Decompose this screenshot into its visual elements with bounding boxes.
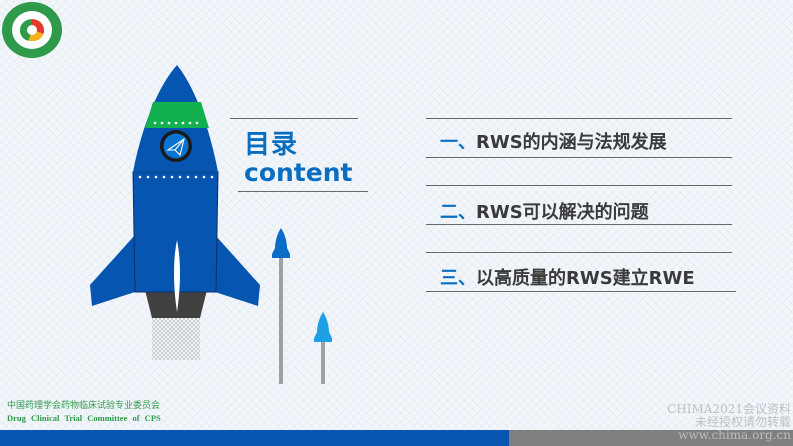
exhaust-smoke bbox=[152, 318, 200, 360]
menu-item-label: 以高质量的RWS建立RWE bbox=[476, 268, 695, 289]
rocket-illustration bbox=[90, 65, 260, 360]
rocket-center-fin bbox=[174, 240, 180, 312]
menu-item-1-bottom-divider bbox=[426, 157, 732, 158]
small-rocket-1 bbox=[272, 228, 290, 384]
menu-item-number: 一、 bbox=[440, 132, 476, 153]
menu-item-label: RWS的内涵与法规发展 bbox=[476, 132, 667, 153]
paper-plane-icon bbox=[160, 130, 192, 162]
menu-item-3-bottom-divider bbox=[426, 291, 736, 292]
toc-top-divider bbox=[230, 118, 358, 119]
watermark-line-2: 未经授权请勿转载 bbox=[694, 415, 791, 429]
logo-emblem bbox=[12, 11, 52, 49]
footer-org-en: Drug Clinical Trial Committee of CPS bbox=[7, 413, 161, 423]
toc-bottom-divider bbox=[238, 191, 368, 192]
toc-title-en: content bbox=[244, 158, 353, 187]
rocket-left-wing bbox=[90, 235, 135, 306]
footer-org-cn: 中国药理学会药物临床试验专业委员会 bbox=[7, 401, 161, 411]
menu-item-3-top-divider bbox=[426, 252, 732, 253]
menu-item-2-bottom-divider bbox=[426, 224, 732, 225]
rocket-right-wing bbox=[215, 235, 260, 306]
watermark-line-1: CHIMA2021会议资料 bbox=[667, 402, 791, 416]
menu-item-2-top-divider bbox=[426, 185, 732, 186]
rocket-green-band bbox=[145, 102, 209, 128]
watermark-line-3: www.chima.org.cn bbox=[678, 428, 791, 442]
watermark: CHIMA2021会议资料 未经授权请勿转载 www.chima.org.cn bbox=[667, 403, 791, 442]
menu-item-rws-to-rwe[interactable]: 三、以高质量的RWS建立RWE bbox=[440, 264, 695, 290]
toc-title-cn: 目录 bbox=[244, 130, 299, 160]
footer-bar-blue bbox=[0, 430, 509, 446]
footer-bar-grey bbox=[509, 430, 793, 446]
menu-item-label: RWS可以解决的问题 bbox=[476, 202, 649, 223]
menu-item-rws-problems[interactable]: 二、RWS可以解决的问题 bbox=[440, 198, 649, 224]
organization-logo bbox=[2, 2, 62, 58]
small-rocket-2 bbox=[314, 312, 332, 384]
menu-item-rws-definition[interactable]: 一、RWS的内涵与法规发展 bbox=[440, 128, 667, 154]
menu-item-1-top-divider bbox=[426, 118, 732, 119]
menu-item-number: 三、 bbox=[440, 268, 476, 289]
menu-item-number: 二、 bbox=[440, 202, 476, 223]
heart-cross-icon bbox=[20, 19, 44, 41]
